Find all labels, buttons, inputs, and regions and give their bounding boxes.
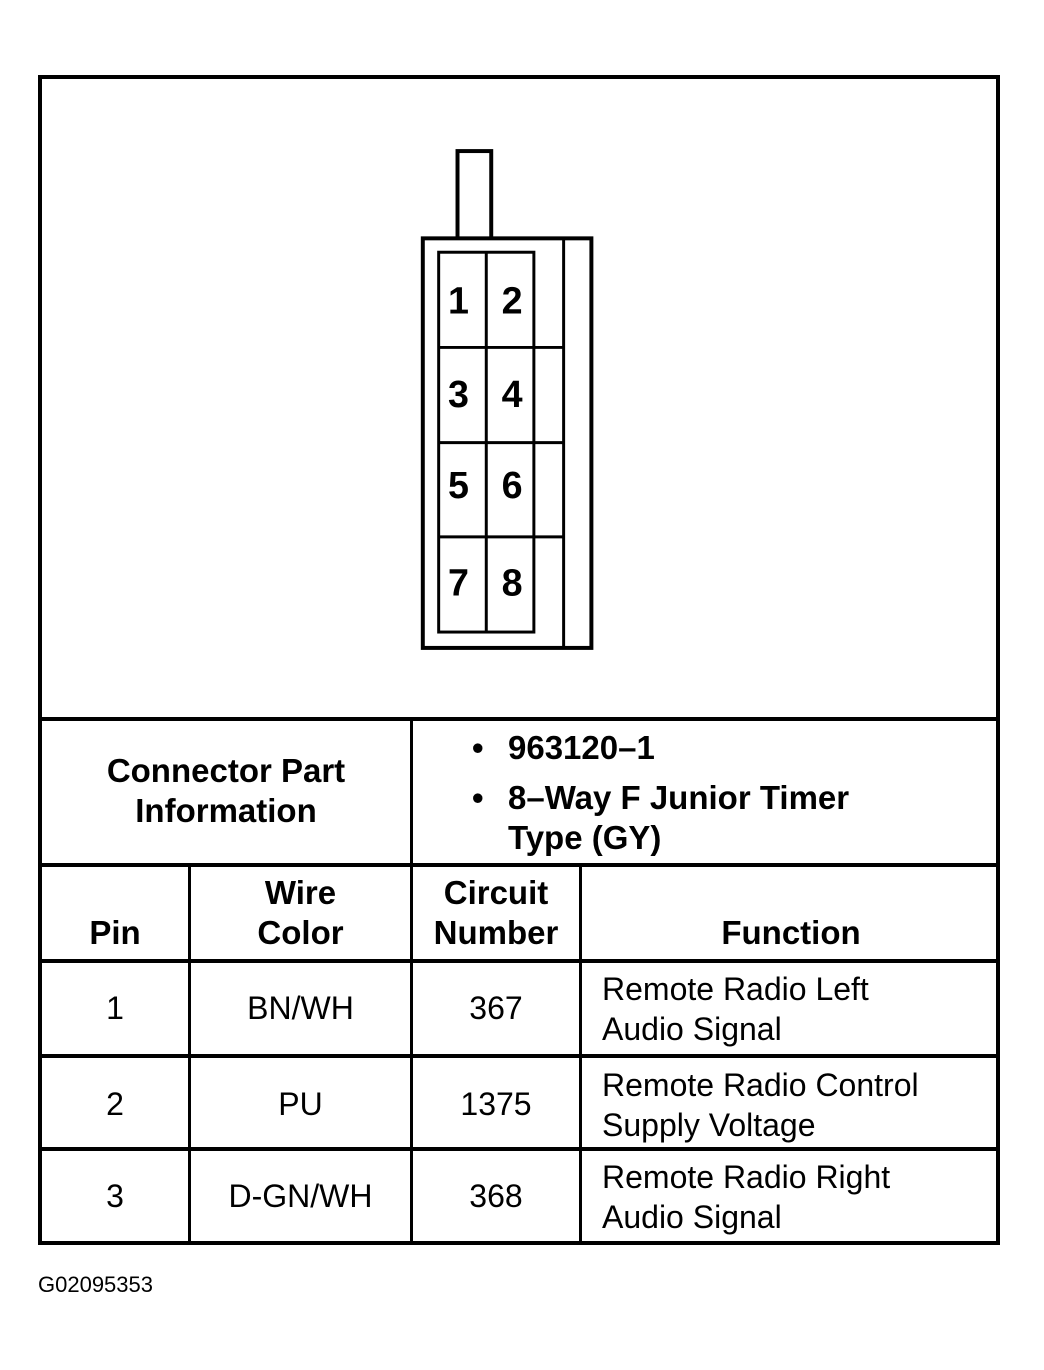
pin-number: 3 <box>448 373 469 415</box>
part-info-label-line: Information <box>135 792 317 829</box>
pin-number: 1 <box>448 280 469 322</box>
divider <box>42 1054 996 1058</box>
table-cell-pin: 2 <box>106 1086 124 1122</box>
connector-type-item: • 8–Way F Junior Timer Type (GY) <box>472 777 992 861</box>
function-line: Audio Signal <box>602 1011 782 1047</box>
divider <box>42 717 996 721</box>
pin-number: 7 <box>448 561 469 603</box>
header-circuit-number: Circuit Number <box>413 873 579 953</box>
table-cell-pin: 1 <box>106 990 124 1026</box>
function-line: Remote Radio Right <box>602 1159 891 1195</box>
table-cell-circuit: 368 <box>469 1178 523 1214</box>
part-number: 963120–1 <box>508 729 655 766</box>
header-pin: Pin <box>89 914 141 951</box>
divider <box>42 863 996 867</box>
function-line: Remote Radio Control <box>602 1067 919 1103</box>
header-function: Function <box>721 914 861 951</box>
table-cell-wire-color: BN/WH <box>247 990 354 1026</box>
header-line: Circuit <box>443 874 549 911</box>
header-line: Wire <box>264 874 337 911</box>
divider <box>42 959 996 963</box>
table-cell-pin: 3 <box>106 1178 124 1214</box>
header-wire-color: Wire Color <box>191 873 410 953</box>
function-line: Supply Voltage <box>602 1107 816 1143</box>
connector-type-line: 8–Way F Junior Timer <box>508 779 850 816</box>
divider <box>188 865 191 1245</box>
pin-number: 4 <box>502 373 523 415</box>
figure-id-caption: G02095353 <box>38 1272 153 1297</box>
connector-info-panel: 1 2 3 4 5 6 7 8 Connector Part Informati… <box>38 75 1000 1245</box>
table-cell-wire-color: D-GN/WH <box>228 1178 373 1214</box>
header-line: Number <box>433 914 559 951</box>
part-info-label: Connector Part Information <box>42 751 410 831</box>
table-cell-wire-color: PU <box>278 1086 323 1122</box>
connector-face-diagram: 1 2 3 4 5 6 7 8 <box>420 149 594 650</box>
connector-latch-tab <box>455 149 494 243</box>
pin-number: 5 <box>448 464 469 506</box>
divider <box>42 1147 996 1151</box>
table-cell-circuit: 1375 <box>460 1086 532 1122</box>
pin-number: 8 <box>502 561 523 603</box>
divider <box>579 865 582 1245</box>
table-cell-function: Remote Radio Control Supply Voltage <box>602 1065 919 1145</box>
part-number-item: • 963120–1 <box>472 727 972 769</box>
function-line: Remote Radio Left <box>602 971 869 1007</box>
part-info-label-line: Connector Part <box>106 752 346 789</box>
header-line: Color <box>257 914 344 951</box>
table-cell-function: Remote Radio Right Audio Signal <box>602 1157 890 1237</box>
connector-type-line: Type (GY) <box>508 819 662 856</box>
bullet-icon: • <box>472 729 484 766</box>
divider <box>410 719 413 1245</box>
pin-number: 6 <box>502 464 523 506</box>
table-cell-function: Remote Radio Left Audio Signal <box>602 969 869 1049</box>
bullet-icon: • <box>472 779 484 816</box>
table-cell-circuit: 367 <box>469 990 523 1026</box>
function-line: Audio Signal <box>602 1199 782 1235</box>
pin-number: 2 <box>502 280 523 322</box>
